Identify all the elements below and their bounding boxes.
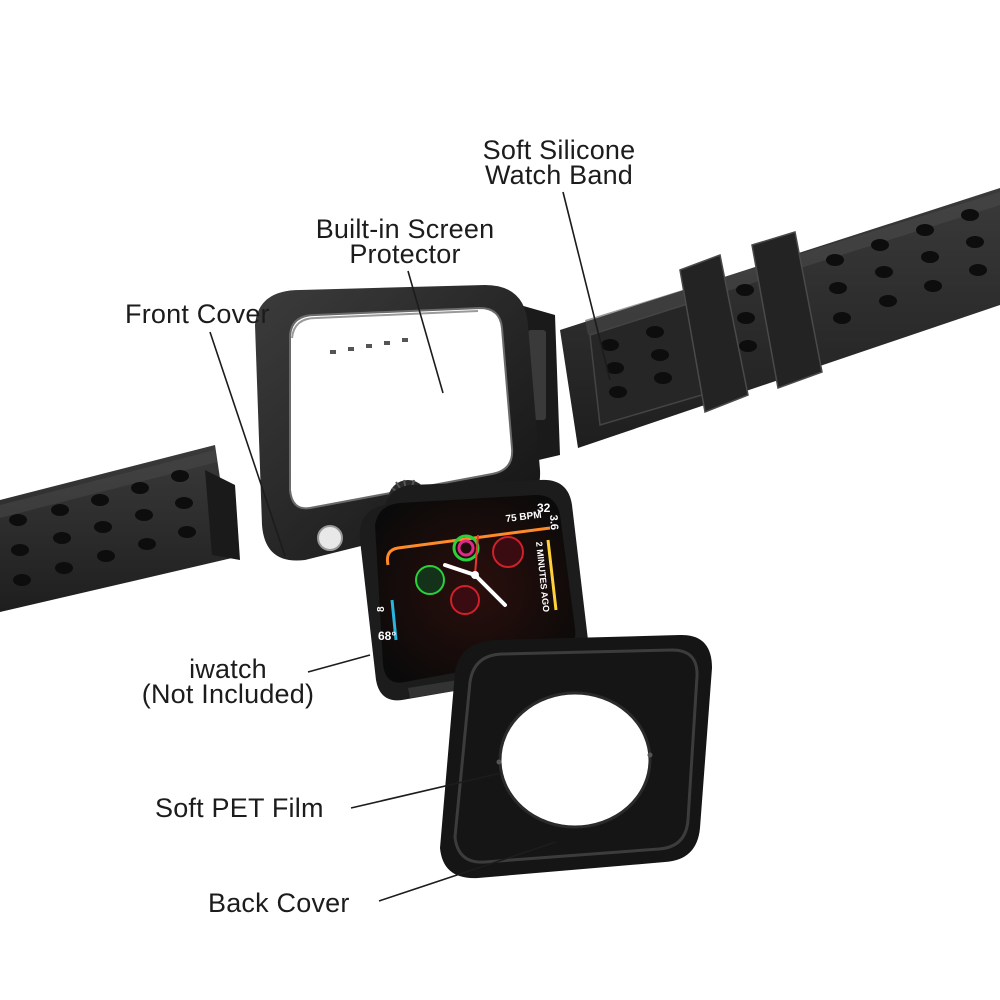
iwatch-label-line-1: iwatch [189, 654, 267, 684]
face-bpm-text: 75 BPM [505, 510, 542, 525]
pet-film-leader-line [350, 772, 502, 809]
watch-band-icon [0, 445, 232, 612]
leader-lines [209, 191, 611, 902]
back-cover-leader-line [378, 841, 557, 902]
pet-film-icon [498, 691, 652, 829]
protector-label: Built-in Screen Protector [300, 214, 510, 269]
pet-film-label: Soft PET Film [155, 793, 324, 823]
protector-label-line-1: Built-in Screen [315, 214, 495, 244]
watch-band-icon [560, 188, 1000, 448]
band-leader-line [562, 191, 611, 381]
protector-leader-line [407, 270, 444, 394]
band-label: Soft Silicone Watch Band [466, 135, 652, 190]
face-left-number: 68° [378, 629, 396, 643]
back-cover-icon [440, 634, 712, 879]
front-cover-leader-line [209, 331, 286, 557]
back-cover-label: Back Cover [208, 888, 350, 918]
face-right-number: 3.6 [547, 514, 560, 530]
protector-label-line-2: Protector [349, 239, 461, 269]
iwatch-label: iwatch (Not Included) [128, 654, 328, 709]
iwatch-label-line-2: (Not Included) [141, 679, 315, 709]
band-label-line-1: Soft Silicone [482, 135, 636, 165]
face-top-number: 32 [537, 501, 551, 515]
iwatch-leader-line [307, 654, 371, 673]
face-left-mid: 8 [376, 606, 387, 612]
front-cover-label: Front Cover [125, 299, 270, 329]
band-label-line-2: Watch Band [484, 160, 634, 190]
